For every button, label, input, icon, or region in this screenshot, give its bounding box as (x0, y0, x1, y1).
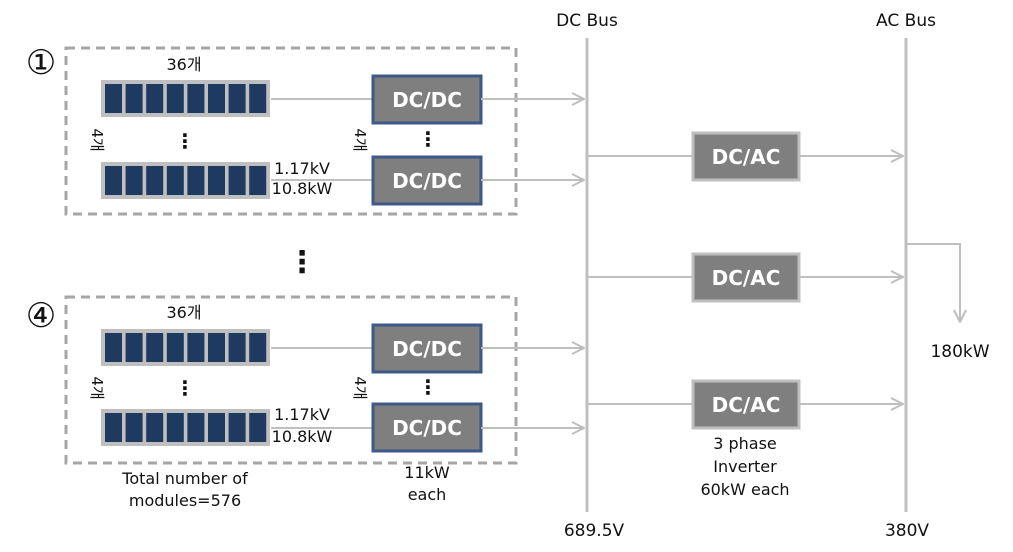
converter-dots: ⋮ (418, 375, 438, 399)
group-boundary (64, 46, 518, 216)
dcac-label: DC/AC (712, 393, 781, 417)
pv-string (101, 80, 270, 117)
dcdc-converter: DC/DC (371, 74, 483, 125)
pv-module (166, 333, 184, 362)
ac-bus-title: AC Bus (876, 11, 936, 31)
dcdc-label: DC/DC (392, 88, 462, 112)
pv-module (187, 84, 205, 113)
pv-string (101, 329, 270, 366)
pv-module (208, 84, 225, 113)
pv-module (146, 166, 164, 195)
inverter-caption-line3: 60kW each (700, 480, 789, 499)
ac-output-label: 180kW (930, 342, 989, 362)
modules-total-caption-line1: Total number of (121, 469, 248, 488)
dcdc-converter: DC/DC (371, 155, 483, 206)
between-groups-dots: ⋮ (287, 245, 317, 280)
dcdc-label: DC/DC (392, 416, 462, 440)
pv-module (166, 413, 184, 442)
string-voltage-label: 1.17kV (274, 405, 330, 424)
string-dots: ⋮ (175, 129, 195, 153)
group-index-label: ① (26, 43, 56, 83)
pv-module (105, 166, 122, 195)
dc-bus-title: DC Bus (556, 11, 618, 31)
converter-count-label: 4개 (351, 128, 369, 151)
dcac-inverter: DC/AC (587, 379, 903, 430)
pv-module (125, 166, 143, 195)
pv-group-1: ① 36개 4개 4개 ⋮ ⋮ 1.17kV 10.8kW DC/DC DC/D… (26, 43, 584, 216)
pv-module (146, 413, 164, 442)
string-count-label: 4개 (88, 128, 106, 151)
modules-total-caption-line2: modules=576 (129, 491, 241, 510)
pv-module (166, 166, 184, 195)
pv-module (146, 84, 164, 113)
ac-output-line (906, 243, 960, 322)
pv-module (208, 413, 225, 442)
pv-group-4: ④ 36개 4개 4개 ⋮ ⋮ 1.17kV 10.8kW DC/DC DC/D… (26, 295, 584, 465)
pv-module (249, 413, 267, 442)
dcac-label: DC/AC (712, 145, 781, 169)
pv-module (187, 333, 205, 362)
converter-count-label: 4개 (351, 376, 369, 399)
pv-module (208, 166, 225, 195)
dcdc-converter: DC/DC (371, 402, 483, 453)
dcac-inverter: DC/AC (587, 252, 903, 303)
dcdc-label: DC/DC (392, 169, 462, 193)
pv-module (166, 84, 184, 113)
pv-module (125, 84, 143, 113)
inverter-caption-line2: Inverter (713, 457, 777, 476)
pv-module (105, 413, 122, 442)
pv-module (187, 166, 205, 195)
pv-string (101, 409, 270, 446)
dcac-label: DC/AC (712, 266, 781, 290)
pv-module (249, 333, 267, 362)
dcdc-label: DC/DC (392, 337, 462, 361)
pv-module (187, 413, 205, 442)
pv-module (228, 84, 246, 113)
group-boundary (64, 295, 518, 465)
pv-module (228, 166, 246, 195)
pv-module (125, 413, 143, 442)
group-index-label: ④ (26, 296, 56, 336)
module-count-label: 36개 (166, 55, 201, 74)
pv-module (125, 333, 143, 362)
dcdc-rating-caption-line2: each (408, 485, 447, 504)
pv-string (101, 162, 270, 199)
pv-module (105, 84, 122, 113)
pv-module (249, 84, 267, 113)
string-dots: ⋮ (175, 376, 195, 400)
pv-module (228, 333, 246, 362)
dcdc-rating-caption-line1: 11kW (404, 463, 450, 482)
ac-bus-voltage: 380V (885, 521, 929, 541)
pv-module (249, 166, 267, 195)
dcdc-converter: DC/DC (371, 323, 483, 374)
inverter-caption-line1: 3 phase (713, 434, 777, 453)
pv-module (228, 413, 246, 442)
pv-module (208, 333, 225, 362)
string-power-label: 10.8kW (272, 427, 333, 446)
module-count-label: 36개 (166, 303, 201, 322)
dcac-inverter: DC/AC (587, 131, 903, 182)
string-count-label: 4개 (88, 376, 106, 399)
pv-module (146, 333, 164, 362)
converter-dots: ⋮ (418, 127, 438, 151)
dc-bus-voltage: 689.5V (564, 521, 625, 541)
string-power-label: 10.8kW (272, 179, 333, 198)
string-voltage-label: 1.17kV (274, 159, 330, 178)
pv-module (105, 333, 122, 362)
